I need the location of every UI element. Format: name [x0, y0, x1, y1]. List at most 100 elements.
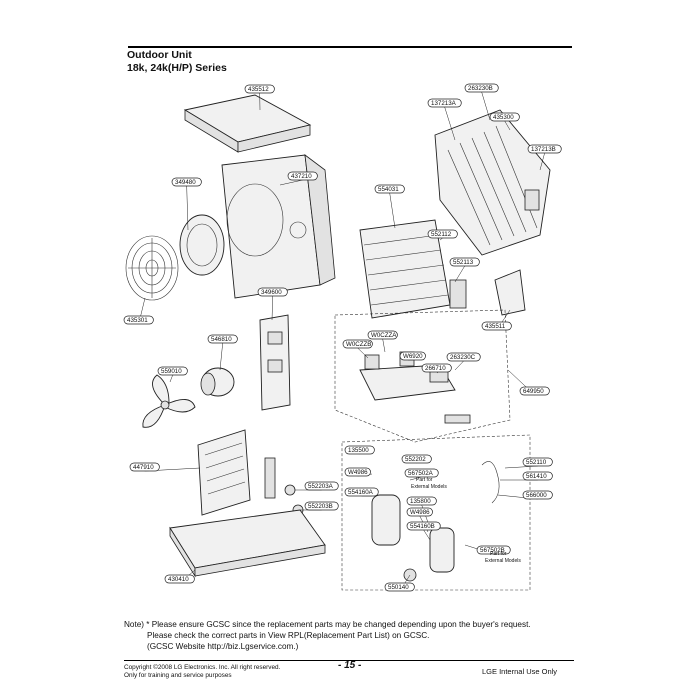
callout-text: W0CZZB	[346, 341, 371, 348]
callout-552112: 552112	[427, 229, 458, 241]
leader-line	[454, 265, 465, 283]
callout-text: 567502A	[408, 470, 434, 477]
callout-frame	[401, 454, 432, 464]
callout-text: 552203A	[308, 483, 334, 490]
motor-bracket	[259, 314, 291, 411]
callout-frame	[344, 467, 371, 477]
callout-135500: 135500	[344, 445, 375, 455]
callout-text: 435512	[248, 86, 269, 93]
front-panel	[221, 154, 336, 299]
barrier-panel	[197, 429, 251, 516]
callout-text: 546810	[211, 336, 232, 343]
callout-text: 561410	[526, 473, 547, 480]
callout-567502b: 567502B	[464, 544, 511, 555]
leader-line	[357, 347, 369, 359]
callout-266710: 266710	[421, 363, 452, 374]
callout-552203a: 552203A	[295, 481, 339, 491]
internal-use-text: LGE Internal Use Only	[482, 667, 558, 676]
callout-text: 559010	[161, 368, 182, 375]
leader-line	[504, 120, 511, 131]
compressor-section	[341, 434, 531, 591]
callout-550140: 550140	[384, 574, 415, 592]
callout-frame	[171, 177, 202, 187]
callout-w4986: W4986	[344, 467, 373, 477]
fan-guard	[125, 235, 179, 301]
callout-554160a: 554160A	[344, 487, 379, 497]
callout-447910: 447910	[129, 462, 201, 472]
callout-554031: 554031	[374, 184, 405, 229]
callout-frame	[367, 330, 398, 340]
callout-text: 135800	[410, 498, 431, 505]
callout-text: 552112	[431, 231, 452, 238]
leader-line	[186, 185, 189, 231]
callout-435301: 435301	[123, 297, 154, 325]
callout-text: 447910	[133, 464, 154, 471]
callout-text: 135500	[348, 447, 369, 454]
callout-text: 435301	[127, 317, 148, 324]
callout-text: 263230B	[468, 85, 493, 92]
note-line-2: Please check the correct parts in View R…	[147, 631, 430, 640]
callout-text: 554031	[378, 186, 399, 193]
callout-frame	[522, 471, 553, 481]
callout-552113: 552113	[449, 257, 480, 283]
callout-frame	[342, 339, 373, 349]
callout-frame	[384, 582, 415, 592]
leader-line	[279, 179, 303, 186]
leader-line	[423, 529, 431, 541]
page-title: Outdoor Unit	[127, 49, 192, 61]
callout-554160b: 554160B	[406, 521, 441, 541]
callout-text: W6920	[403, 353, 423, 360]
callout-437210: 437210	[279, 171, 318, 186]
callout-w0czza: W0CZZA	[367, 330, 398, 353]
side-panel	[494, 269, 526, 316]
annotation-external-models-b: External Models	[485, 558, 521, 564]
propeller-fan	[142, 374, 196, 428]
callout-text: W0CZZA	[371, 332, 397, 339]
callout-frame	[522, 490, 553, 500]
callout-frame	[344, 445, 375, 455]
callout-frame	[522, 457, 553, 467]
callout-text: 137213B	[531, 146, 556, 153]
callout-text: 554160B	[410, 523, 435, 530]
callout-text: 550140	[388, 584, 409, 591]
callout-w4986: W4986	[406, 507, 433, 533]
page-subtitle: 18k, 24k(H/P) Series	[127, 62, 227, 74]
callout-frame	[464, 83, 499, 93]
callout-text: 567502B	[480, 547, 505, 554]
callout-frame	[344, 487, 379, 497]
callout-frame	[399, 351, 426, 361]
callout-349600: 349600	[257, 287, 288, 321]
callout-frame	[449, 257, 480, 267]
callout-text: 435511	[485, 323, 506, 330]
callout-frame	[406, 521, 441, 531]
callout-frame	[123, 315, 154, 325]
callout-561410: 561410	[500, 471, 553, 481]
callout-435300: 435300	[489, 112, 520, 131]
callout-frame	[446, 352, 481, 362]
callout-137213a: 137213A	[427, 98, 462, 141]
callout-frame	[489, 112, 520, 122]
callout-text: 552113	[453, 259, 474, 266]
leader-line	[539, 152, 545, 171]
service-valves	[264, 457, 304, 516]
callout-263230c: 263230C	[446, 352, 481, 371]
callout-135800: 135800	[406, 496, 437, 529]
callout-frame	[157, 366, 188, 376]
leader-line	[219, 342, 223, 371]
callout-text: 349600	[261, 289, 282, 296]
callout-text: 430410	[168, 576, 189, 583]
callout-frame	[164, 574, 195, 584]
top-cover	[183, 94, 312, 153]
callout-552203b: 552203B	[300, 501, 339, 511]
callout-text: 552203B	[308, 503, 333, 510]
annotation-part-for-a: Part for	[416, 477, 433, 483]
callout-263230b: 263230B	[464, 83, 499, 121]
page-number: - 15 -	[338, 660, 362, 671]
callout-frame	[374, 184, 405, 194]
callout-text: 566000	[526, 492, 547, 499]
callout-frame	[421, 363, 452, 373]
callout-559010: 559010	[157, 366, 188, 383]
callout-text: W4986	[348, 469, 368, 476]
leader-line	[409, 476, 422, 481]
